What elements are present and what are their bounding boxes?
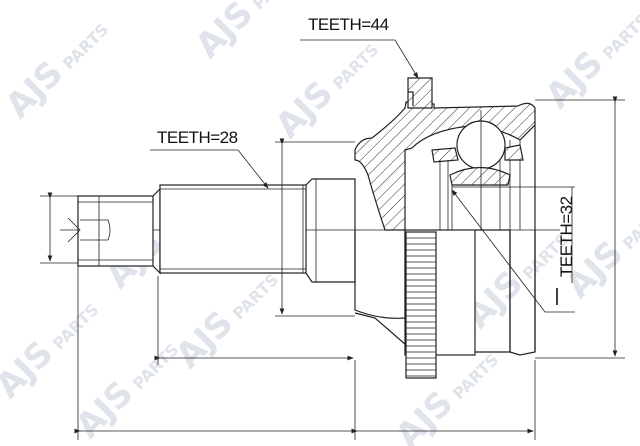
svg-text:AJS: AJS xyxy=(68,373,141,446)
svg-text:PARTS: PARTS xyxy=(329,40,383,94)
label-teeth-28: TEETH=28 xyxy=(150,128,269,189)
inner-race-ball xyxy=(431,110,524,230)
svg-text:PARTS: PARTS xyxy=(449,350,503,404)
svg-text:AJS: AJS xyxy=(188,0,261,66)
svg-text:PARTS: PARTS xyxy=(599,10,640,64)
shaft-threaded-end xyxy=(67,187,161,275)
svg-text:AJS: AJS xyxy=(268,73,341,146)
svg-text:PARTS: PARTS xyxy=(59,20,113,74)
abs-tone-ring xyxy=(354,231,437,379)
svg-text:TEETH=44: TEETH=44 xyxy=(308,15,389,34)
svg-text:PARTS: PARTS xyxy=(229,270,283,324)
svg-text:AJS: AJS xyxy=(0,53,71,126)
svg-text:PARTS: PARTS xyxy=(619,200,640,254)
label-teeth-44: TEETH=44 xyxy=(300,15,419,79)
dimension-lines xyxy=(40,96,625,440)
svg-text:TEETH=32: TEETH=32 xyxy=(557,196,576,277)
shaft-spline xyxy=(159,178,356,283)
svg-text:PARTS: PARTS xyxy=(249,0,303,13)
svg-text:PARTS: PARTS xyxy=(49,300,103,354)
svg-text:TEETH=28: TEETH=28 xyxy=(157,128,238,147)
svg-text:AJS: AJS xyxy=(168,303,241,376)
label-teeth-32: TEETH=32 xyxy=(451,186,576,313)
svg-text:PARTS: PARTS xyxy=(129,340,183,394)
svg-text:AJS: AJS xyxy=(538,43,611,116)
